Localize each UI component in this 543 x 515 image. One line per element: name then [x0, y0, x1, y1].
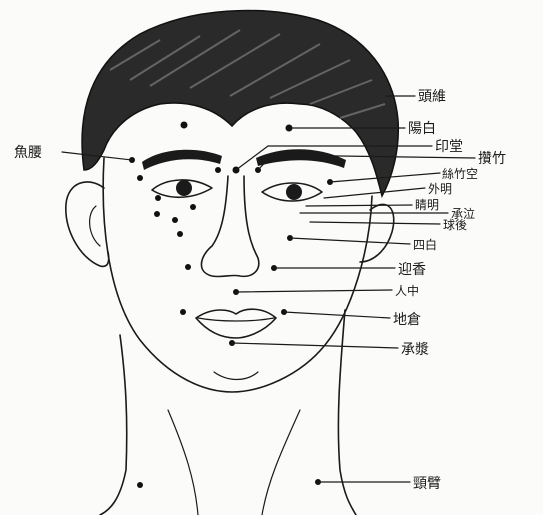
label-jing-ming: 睛明	[415, 198, 439, 212]
leader-jing-ming	[306, 205, 412, 206]
label-si-zhu-kong: 絲竹空	[442, 166, 478, 181]
lip-line	[198, 318, 274, 321]
label-yin-tang: 印堂	[435, 139, 463, 155]
point-wai-ming-left	[155, 195, 161, 201]
leader-di-cang	[284, 312, 390, 318]
right-eyebrow	[256, 149, 346, 168]
nose	[201, 176, 258, 277]
point-si-bai-left	[177, 231, 183, 237]
point-jing-ming-left	[190, 204, 196, 210]
point-yang-bai-left	[181, 122, 188, 129]
lips	[196, 309, 276, 338]
label-wai-ming: 外明	[428, 182, 452, 196]
left-pupil	[176, 180, 192, 196]
label-qiu-hou: 球後	[443, 218, 467, 232]
neck-left	[100, 335, 127, 515]
label-tou-wei: 頭維	[418, 89, 446, 105]
hair-shape	[82, 11, 398, 196]
label-ying-xiang: 迎香	[398, 262, 426, 278]
left-eyebrow	[142, 150, 222, 170]
point-qiu-hou-left	[172, 217, 178, 223]
leader-ren-zhong	[236, 290, 392, 292]
point-cheng-qi-left	[154, 211, 160, 217]
neck-muscle-right	[262, 410, 300, 515]
left-ear	[66, 182, 109, 266]
point-ying-xiang-left	[185, 264, 191, 270]
acupoint-dots	[129, 122, 333, 489]
leader-si-bai	[290, 238, 410, 244]
point-di-cang-left	[180, 309, 186, 315]
neck-muscle-left	[168, 410, 198, 515]
neck-right	[338, 310, 356, 515]
label-di-cang: 地倉	[393, 312, 421, 328]
left-eye	[152, 180, 212, 197]
point-jing-bi-left	[137, 482, 143, 488]
point-tai-yang-left	[137, 175, 143, 181]
point-zan-zhu-left	[215, 167, 221, 173]
leader-qiu-hou	[310, 222, 440, 224]
leader-wai-ming	[324, 188, 425, 198]
left-ear-inner	[90, 206, 100, 246]
label-yang-bai: 陽白	[408, 121, 436, 137]
label-si-bai: 四白	[413, 237, 437, 252]
right-eye	[262, 183, 322, 201]
label-jing-bi: 頸臂	[413, 476, 441, 492]
hair	[82, 11, 398, 196]
right-pupil	[286, 184, 302, 200]
label-zan-zhu: 攢竹	[478, 151, 506, 167]
label-ren-zhong: 人中	[395, 283, 419, 298]
chin-crease	[214, 372, 258, 380]
leader-cheng-jiang	[232, 343, 398, 348]
label-yu-yao: 魚腰	[14, 145, 42, 161]
label-cheng-jiang: 承漿	[401, 342, 429, 358]
